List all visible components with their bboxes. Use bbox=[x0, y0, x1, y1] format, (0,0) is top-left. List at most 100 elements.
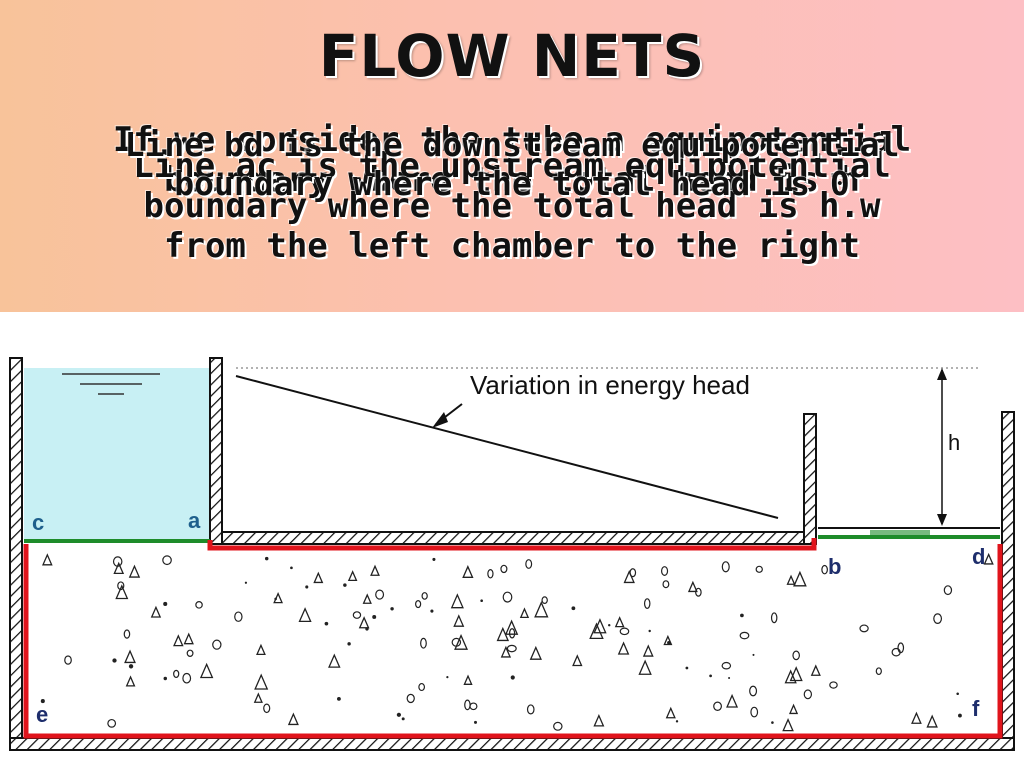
soil-particle bbox=[418, 682, 426, 692]
bottom-wall bbox=[9, 737, 1015, 751]
soil-particle bbox=[40, 699, 45, 704]
soil-particle bbox=[432, 557, 436, 561]
slide-header: FLOW NETS If we consider the tube a equi… bbox=[0, 0, 1024, 312]
soil-particle bbox=[709, 674, 712, 678]
soil-particle bbox=[739, 631, 750, 640]
soil-region bbox=[24, 542, 1002, 742]
upstream-inner-wall bbox=[209, 357, 223, 545]
soil-particle bbox=[347, 642, 351, 646]
overlay-text-2-line-2: boundary where the total head is h.w bbox=[143, 186, 881, 227]
soil-particle bbox=[396, 712, 401, 717]
soil-particle bbox=[195, 601, 203, 609]
soil-particle bbox=[487, 569, 494, 579]
soil-particle bbox=[453, 614, 465, 627]
soil-particle bbox=[290, 566, 293, 570]
soil-particle bbox=[298, 607, 312, 623]
soil-particle bbox=[829, 681, 838, 689]
soil-particle bbox=[572, 654, 583, 667]
soil-particle bbox=[254, 673, 269, 690]
soil-particle bbox=[504, 619, 519, 635]
soil-particle bbox=[648, 629, 651, 633]
overlay-text-2-line-1: Line ac is the upstream equipotential bbox=[133, 146, 891, 186]
soil-particle bbox=[749, 685, 758, 697]
soil-particle bbox=[480, 599, 483, 603]
soil-particle bbox=[244, 581, 248, 584]
soil-particle bbox=[112, 658, 117, 663]
soil-particle bbox=[462, 565, 474, 578]
soil-particle bbox=[347, 570, 358, 582]
soil-particle bbox=[163, 601, 168, 606]
soil-particle bbox=[173, 669, 180, 678]
soil-particle bbox=[128, 664, 134, 669]
soil-particle bbox=[115, 584, 129, 600]
flow-line-ab bbox=[207, 538, 817, 551]
soil-particle bbox=[541, 596, 548, 605]
dimension-arrow-down-icon bbox=[937, 514, 947, 526]
soil-particle bbox=[726, 693, 739, 708]
soil-particle bbox=[163, 676, 168, 681]
channel-floor bbox=[221, 531, 811, 545]
soil-particle bbox=[401, 717, 405, 721]
soil-particle bbox=[943, 585, 953, 596]
downstream-water-patch bbox=[870, 530, 930, 536]
soil-particle bbox=[508, 628, 516, 639]
soil-particle bbox=[337, 696, 341, 701]
soil-particle bbox=[926, 714, 938, 728]
soil-particle bbox=[415, 599, 422, 609]
downstream-inner-wall bbox=[803, 413, 817, 545]
soil-particle bbox=[623, 570, 635, 584]
soil-particle bbox=[803, 689, 813, 700]
soil-particle bbox=[665, 706, 676, 719]
soil-particle bbox=[506, 644, 517, 653]
soil-particle bbox=[173, 634, 184, 647]
soil-particle bbox=[784, 669, 797, 684]
soil-particle bbox=[473, 720, 477, 724]
soil-particle bbox=[721, 661, 732, 670]
soil-particle bbox=[740, 613, 744, 618]
dimension-arrow-up-icon bbox=[937, 368, 947, 380]
soil-particle bbox=[614, 616, 625, 628]
soil-particle bbox=[619, 627, 630, 636]
soil-particle bbox=[786, 574, 796, 585]
soil-particle bbox=[352, 611, 362, 619]
left-outer-wall bbox=[9, 357, 23, 739]
soil-particle bbox=[406, 693, 415, 704]
soil-particle bbox=[875, 667, 882, 676]
soil-particle bbox=[721, 561, 730, 573]
soil-particle bbox=[370, 564, 380, 576]
soil-particle bbox=[789, 666, 803, 682]
soil-particle bbox=[287, 712, 299, 726]
soil-particle bbox=[752, 653, 755, 656]
soil-particle bbox=[859, 624, 869, 633]
soil-particle bbox=[502, 591, 513, 603]
soil-particle bbox=[571, 606, 576, 611]
soil-particle bbox=[123, 629, 131, 639]
soil-particle bbox=[695, 587, 702, 597]
soil-particle bbox=[358, 616, 370, 629]
overlay-text-1-line-1: If we consider the tube a equipotential bbox=[112, 120, 912, 160]
soil-particle bbox=[420, 637, 427, 649]
soil-particle bbox=[782, 718, 794, 732]
soil-particle bbox=[662, 580, 670, 589]
soil-particle bbox=[675, 720, 679, 723]
soil-particle bbox=[450, 593, 464, 609]
point-label-b: b bbox=[828, 554, 841, 579]
soil-particle bbox=[128, 564, 141, 578]
head-label: h bbox=[948, 430, 960, 455]
soil-particle bbox=[525, 559, 533, 569]
soil-particle bbox=[107, 718, 117, 728]
soil-particle bbox=[638, 659, 652, 675]
overlay-text-2-line-3: from the left chamber to the right bbox=[164, 226, 860, 267]
soil-particle bbox=[891, 647, 901, 657]
soil-particle bbox=[660, 566, 669, 576]
soil-particle bbox=[42, 553, 53, 566]
soil-particle bbox=[755, 565, 763, 573]
point-label-f: f bbox=[972, 696, 980, 721]
soil-particle bbox=[500, 645, 512, 658]
soil-particle bbox=[793, 570, 807, 587]
overlay-text-3: Line bd is the downstream equipotential … bbox=[0, 125, 1024, 204]
soil-particle bbox=[464, 699, 471, 711]
soil-particle bbox=[256, 643, 266, 656]
soil-particle bbox=[771, 721, 774, 724]
point-label-a: a bbox=[188, 508, 201, 533]
